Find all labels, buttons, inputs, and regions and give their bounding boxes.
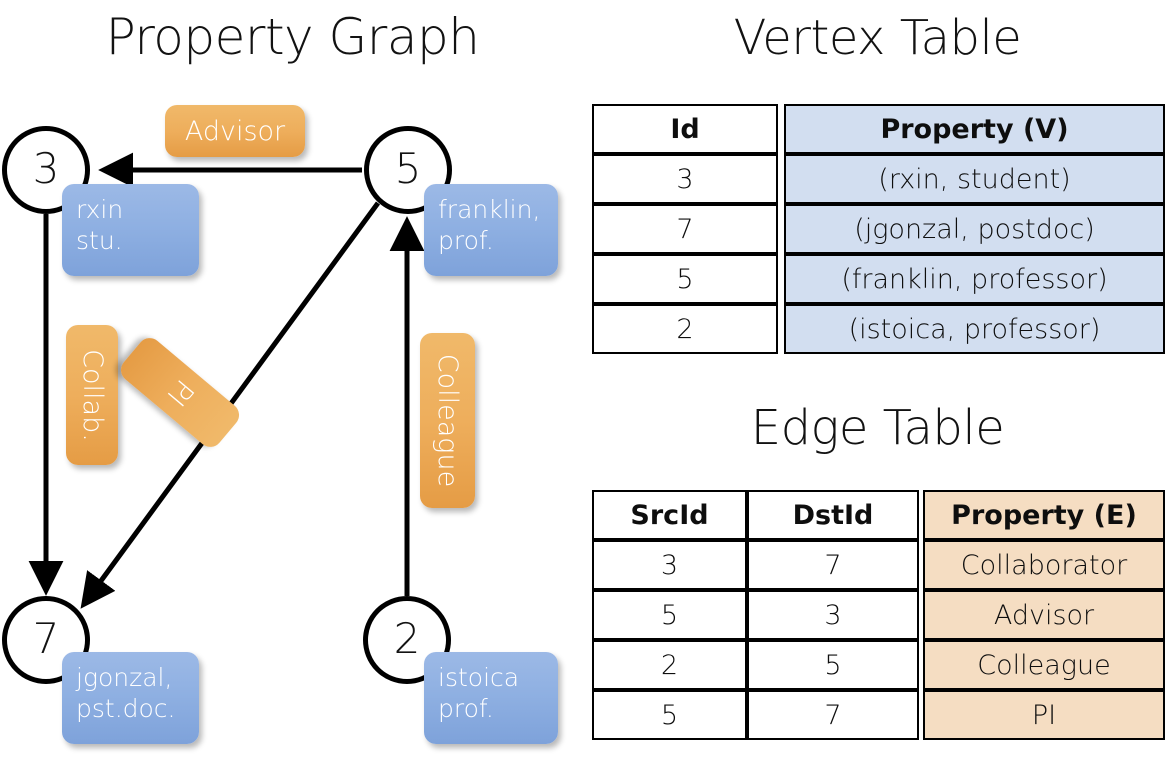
table-row[interactable]: 5 3 Advisor (592, 590, 1165, 640)
table-row[interactable]: 2 (istoica, professor) (592, 304, 1165, 354)
edge-table-cell-src: 3 (592, 540, 747, 590)
vertex-node-7-label: 7 (32, 614, 60, 663)
vertex-table: Id Property (V) 3 (rxin, student) 7 (jgo… (592, 104, 1165, 354)
edge-table-header-property: Property (E) (923, 490, 1165, 540)
edge-table-cell-property: Colleague (923, 640, 1165, 690)
edge-chip-advisor[interactable]: Advisor (165, 105, 305, 157)
vertex-table-cell-property: (jgonzal, postdoc) (784, 204, 1165, 254)
edge-table-cell-property: PI (923, 690, 1165, 740)
edge-table-cell-dst: 7 (747, 540, 919, 590)
vertex-node-5[interactable]: 5 (364, 126, 452, 214)
edge-chip-colleague-label: Colleague (432, 353, 463, 488)
vertex-table-header-id: Id (592, 104, 778, 154)
vertex-table-cell-property: (istoica, professor) (784, 304, 1165, 354)
edge-chip-pi-label: PI (160, 373, 200, 412)
vertex-node-2[interactable]: 2 (363, 596, 451, 684)
edge-chip-collab-label: Collab. (76, 348, 108, 442)
vertex-property-franklin-line1: franklin, (438, 195, 541, 224)
table-row[interactable]: 3 7 Collaborator (592, 540, 1165, 590)
vertex-table-cell-id: 7 (592, 204, 778, 254)
vertex-property-rxin-line1: rxin (76, 195, 124, 224)
vertex-property-box-istoica[interactable]: istoica prof. (424, 652, 558, 744)
edge-table-cell-property: Collaborator (923, 540, 1165, 590)
vertex-node-5-label: 5 (394, 144, 422, 193)
edge-table-cell-src: 5 (592, 690, 747, 740)
edge-table-cell-dst: 7 (747, 690, 919, 740)
edge-table-cell-src: 2 (592, 640, 747, 690)
edge-table-header-srcid: SrcId (592, 490, 747, 540)
page-title-property-graph: Property Graph (105, 8, 480, 66)
vertex-table-cell-property: (rxin, student) (784, 154, 1165, 204)
edge-table-cell-dst: 5 (747, 640, 919, 690)
vertex-node-2-label: 2 (393, 614, 421, 663)
vertex-table-header-property: Property (V) (784, 104, 1165, 154)
edge-table-cell-src: 5 (592, 590, 747, 640)
edge-chip-advisor-label: Advisor (184, 115, 286, 147)
edge-chip-collab[interactable]: Collab. (66, 325, 118, 465)
edge-table-header-row: SrcId DstId Property (E) (592, 490, 1165, 540)
page-title-vertex-table: Vertex Table (733, 10, 1022, 66)
edge-table-cell-dst: 3 (747, 590, 919, 640)
vertex-table-cell-id: 3 (592, 154, 778, 204)
vertex-table-cell-id: 5 (592, 254, 778, 304)
vertex-table-cell-id: 2 (592, 304, 778, 354)
table-row[interactable]: 5 7 PI (592, 690, 1165, 740)
vertex-property-rxin-line2: stu. (76, 226, 123, 256)
edge-table-header-dstid: DstId (747, 490, 919, 540)
vertex-property-box-rxin[interactable]: rxin stu. (62, 184, 199, 276)
edge-table: SrcId DstId Property (E) 3 7 Collaborato… (592, 490, 1165, 740)
table-row[interactable]: 5 (franklin, professor) (592, 254, 1165, 304)
edge-chip-colleague[interactable]: Colleague (420, 333, 475, 508)
table-row[interactable]: 7 (jgonzal, postdoc) (592, 204, 1165, 254)
vertex-table-header-row: Id Property (V) (592, 104, 1165, 154)
vertex-property-istoica-line1: istoica (438, 663, 520, 692)
vertex-property-jgonzal-line1: jgonzal, (76, 663, 173, 692)
edge-table-cell-property: Advisor (923, 590, 1165, 640)
vertex-property-jgonzal-line2: pst.doc. (76, 694, 176, 724)
table-row[interactable]: 2 5 Colleague (592, 640, 1165, 690)
vertex-table-cell-property: (franklin, professor) (784, 254, 1165, 304)
property-graph-diagram: 3 5 7 2 rxin stu. franklin, prof. jgonza… (2, 105, 558, 744)
vertex-property-box-jgonzal[interactable]: jgonzal, pst.doc. (62, 652, 199, 744)
vertex-property-istoica-line2: prof. (438, 694, 494, 724)
table-row[interactable]: 3 (rxin, student) (592, 154, 1165, 204)
vertex-node-3-label: 3 (32, 144, 60, 193)
vertex-property-franklin-line2: prof. (438, 226, 494, 256)
vertex-property-box-franklin[interactable]: franklin, prof. (424, 184, 558, 276)
page-title-edge-table: Edge Table (750, 400, 1005, 456)
